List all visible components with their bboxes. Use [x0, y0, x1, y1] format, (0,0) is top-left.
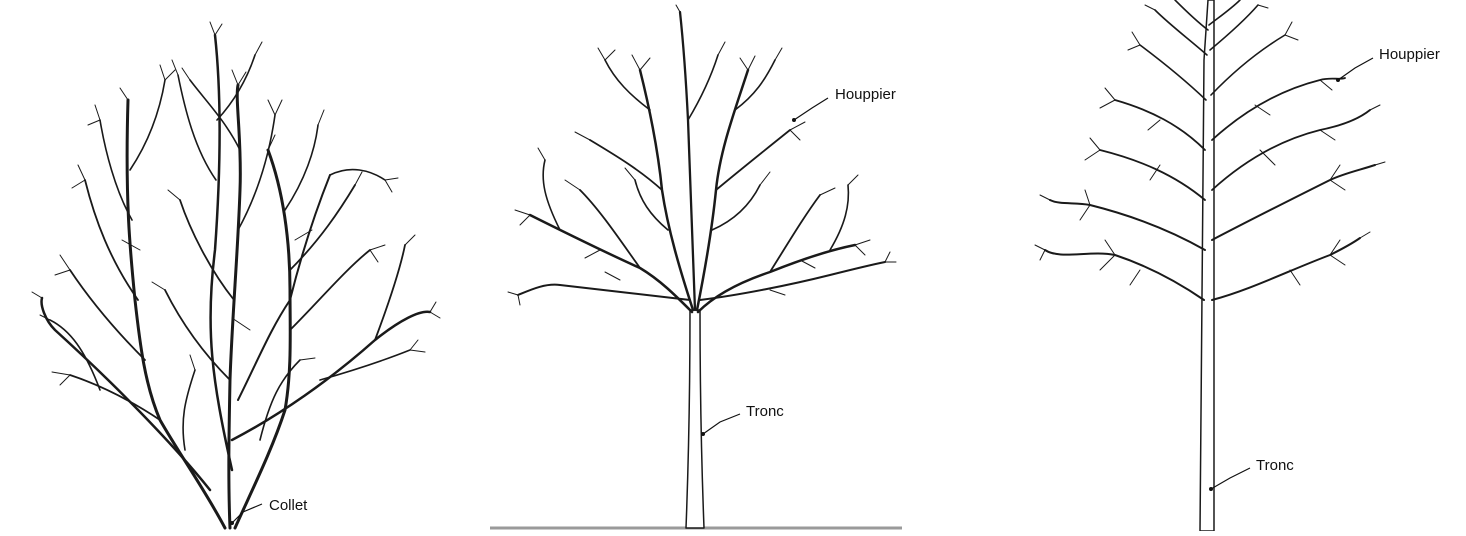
tronc-leader-line — [703, 414, 740, 434]
label-houppier-2: Houppier — [1379, 46, 1440, 63]
tronc-leader-line-2 — [1211, 468, 1250, 489]
label-tronc: Tronc — [746, 403, 784, 420]
houppier-marker-dot-2 — [1336, 78, 1340, 82]
tronc-marker-dot — [701, 432, 705, 436]
tronc-marker-dot-2 — [1209, 487, 1213, 491]
houppier-marker-dot — [792, 118, 796, 122]
houppier-leader-line-2 — [1338, 58, 1373, 80]
tree-boule-twigs — [508, 5, 896, 305]
tree-fleche-trunk — [1200, 0, 1214, 531]
label-tronc-2: Tronc — [1256, 457, 1294, 474]
collet-marker-dot — [230, 521, 234, 525]
tree-cepee-stems — [42, 35, 430, 528]
label-collet: Collet — [269, 497, 308, 514]
tree-boule: Houppier Tronc — [490, 5, 902, 528]
tree-boule-branches — [518, 12, 885, 312]
houppier-leader-line — [794, 98, 828, 120]
tree-boule-trunk — [686, 310, 704, 528]
tree-fleche: Houppier Tronc — [1035, 0, 1440, 531]
label-houppier: Houppier — [835, 86, 896, 103]
tree-cepee: Collet — [32, 22, 440, 528]
collet-leader-line — [232, 504, 262, 523]
